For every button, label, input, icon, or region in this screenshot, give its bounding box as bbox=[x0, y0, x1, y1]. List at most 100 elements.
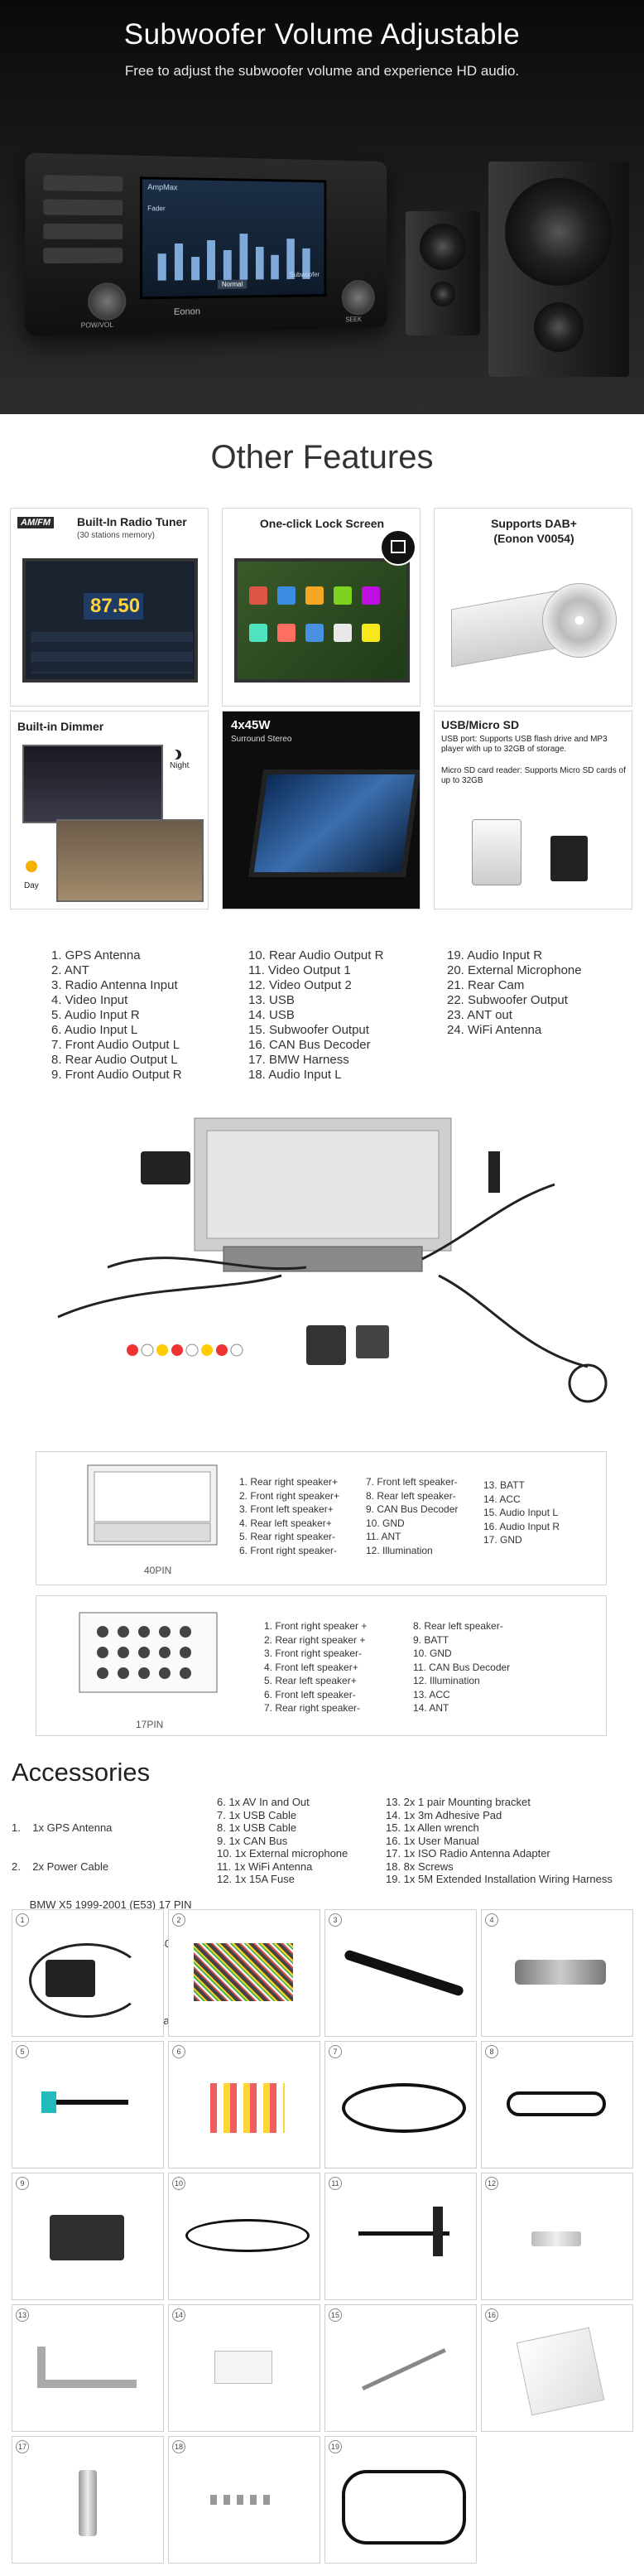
accessory-item: 6. 1x AV In and Out bbox=[217, 1796, 348, 1809]
pin40-col2: 7. Front left speaker- 8. Rear left spea… bbox=[366, 1475, 458, 1557]
accessories-title: Accessories bbox=[12, 1758, 150, 1787]
screen-label-normal: Normal bbox=[218, 280, 247, 289]
pin17-item: 6. Front left speaker- bbox=[264, 1688, 367, 1702]
accessory-number: 1 bbox=[16, 1913, 29, 1927]
accessory-number: 5 bbox=[16, 2045, 29, 2058]
feature-title-radio: Built-In Radio Tuner bbox=[77, 515, 187, 528]
accessory-number: 18 bbox=[172, 2440, 185, 2453]
pin-list-col1: 1. GPS Antenna 2. ANT 3. Radio Antenna I… bbox=[51, 948, 182, 1083]
accessory-photo-usb-cable-2: 8 bbox=[481, 2041, 633, 2168]
microsd-card-image bbox=[550, 836, 588, 881]
pin-list-item: 21. Rear Cam bbox=[447, 978, 582, 993]
feature-title-dimmer: Built-in Dimmer bbox=[17, 720, 103, 733]
pin40-item: 14. ACC bbox=[483, 1493, 560, 1507]
accessory-item: 18. 8x Screws bbox=[386, 1860, 613, 1874]
hero-banner: Subwoofer Volume Adjustable Free to adju… bbox=[0, 0, 644, 414]
amfm-badge: AM/FM bbox=[17, 517, 54, 528]
pin40-item: 6. Front right speaker- bbox=[239, 1544, 339, 1558]
pin40-item: 12. Illumination bbox=[366, 1544, 458, 1558]
accessory-photo-dismantle-tool: 3 bbox=[324, 1909, 477, 2037]
pin-list-item: 3. Radio Antenna Input bbox=[51, 978, 182, 993]
pin17-item: 10. GND bbox=[413, 1647, 510, 1661]
accessory-item: 13. 2x 1 pair Mounting bracket bbox=[386, 1796, 613, 1809]
feature-title-amp: 4x45W bbox=[231, 718, 271, 732]
accessory-item: 12. 1x 15A Fuse bbox=[217, 1873, 348, 1886]
pin40-col1: 1. Rear right speaker+ 2. Front right sp… bbox=[239, 1475, 339, 1557]
accessory-item: 9. 1x CAN Bus bbox=[217, 1835, 348, 1848]
pin-list-item: 15. Subwoofer Output bbox=[248, 1023, 383, 1038]
pin17-item: 2. Rear right speaker + bbox=[264, 1633, 367, 1647]
pin40-item: 3. Front left speaker+ bbox=[239, 1503, 339, 1517]
usb-description: USB port: Supports USB flash drive and M… bbox=[441, 735, 628, 755]
accessory-photo-subwoofer-cable: 5 bbox=[12, 2041, 164, 2168]
bmw-harness-icon bbox=[356, 1325, 389, 1358]
accessory-item: 19. 1x 5M Extended Installation Wiring H… bbox=[386, 1873, 613, 1886]
pin40-item: 16. Audio Input R bbox=[483, 1520, 560, 1534]
accessory-number: 8 bbox=[485, 2045, 498, 2058]
pin17-item: 7. Rear right speaker- bbox=[264, 1701, 367, 1715]
feature-title-dab: Supports DAB+ bbox=[435, 517, 632, 530]
accessory-photo-gps: 1 bbox=[12, 1909, 164, 2037]
feature-title-lock: One-click Lock Screen bbox=[223, 517, 421, 530]
feature-title-usb: USB/Micro SD bbox=[441, 718, 519, 731]
accessory-number: 3 bbox=[329, 1913, 342, 1927]
hero-subtitle: Free to adjust the subwoofer volume and … bbox=[0, 63, 644, 80]
accessory-photo-iso-adapter: 17 bbox=[12, 2436, 164, 2564]
pin-list-item: 13. USB bbox=[248, 993, 383, 1008]
powvol-label: POW/VOL bbox=[81, 321, 113, 330]
pin17-item: 3. Front right speaker- bbox=[264, 1647, 367, 1661]
pin-list-item: 7. Front Audio Output L bbox=[51, 1038, 182, 1053]
pin-list-item: 20. External Microphone bbox=[447, 963, 582, 978]
pin-list-item: 10. Rear Audio Output R bbox=[248, 948, 383, 963]
volume-knob-icon bbox=[88, 282, 126, 321]
unit-left-buttons bbox=[43, 175, 123, 272]
radio-screen-image: 87.50 bbox=[22, 558, 198, 683]
accessory-photo-bracket: 13 bbox=[12, 2304, 164, 2432]
pin40-col3: 13. BATT 14. ACC 15. Audio Input L 16. A… bbox=[483, 1479, 560, 1547]
seek-knob-icon bbox=[342, 280, 375, 316]
accessory-photo-power-cable: 2 bbox=[168, 1909, 320, 2037]
unit-screen: AmpMax Fader Normal Subwoofer bbox=[140, 176, 326, 299]
pin17-connector-image bbox=[78, 1611, 219, 1694]
accessory-number: 14 bbox=[172, 2308, 185, 2322]
accessory-photo-manual: 16 bbox=[481, 2304, 633, 2432]
sun-icon bbox=[26, 861, 37, 872]
pin-list-item: 17. BMW Harness bbox=[248, 1053, 383, 1068]
pin40-label: 40PIN bbox=[144, 1565, 171, 1576]
accessory-item: 15. 1x Allen wrench bbox=[386, 1821, 613, 1835]
moon-icon bbox=[171, 750, 181, 760]
accessory-number: 12 bbox=[485, 2177, 498, 2190]
seek-label: SEEK bbox=[345, 316, 362, 323]
accessory-number: 11 bbox=[329, 2177, 342, 2190]
pin-list-item: 23. ANT out bbox=[447, 1008, 582, 1023]
pin17-col2: 8. Rear left speaker- 9. BATT 10. GND 11… bbox=[413, 1619, 510, 1715]
day-label: Day bbox=[24, 881, 39, 890]
accessory-photo-av-cable: 6 bbox=[168, 2041, 320, 2168]
wiring-diagram-image bbox=[8, 1102, 636, 1433]
accessory-number: 7 bbox=[329, 2045, 342, 2058]
pin-list-item: 4. Video Input bbox=[51, 993, 182, 1008]
feature-card-usb: USB/Micro SD USB port: Supports USB flas… bbox=[434, 711, 632, 909]
accessory-item: 17. 1x ISO Radio Antenna Adapter bbox=[386, 1847, 613, 1860]
other-features-title: Other Features bbox=[0, 439, 644, 476]
accessory-photo-fuse: 12 bbox=[481, 2173, 633, 2300]
feature-card-dab: Supports DAB+ (Eonon V0054) bbox=[434, 508, 632, 707]
concert-screen-image bbox=[248, 769, 421, 877]
pin40-item: 2. Front right speaker+ bbox=[239, 1489, 339, 1503]
accessory-number: 10 bbox=[172, 2177, 185, 2190]
accessory-photo-adhesive-pad: 14 bbox=[168, 2304, 320, 2432]
pin-list-item: 22. Subwoofer Output bbox=[447, 993, 582, 1008]
pin40-item: 11. ANT bbox=[366, 1530, 458, 1544]
pin17-item: 1. Front right speaker + bbox=[264, 1619, 367, 1633]
accessory-number: 16 bbox=[485, 2308, 498, 2322]
pin-list-item: 5. Audio Input R bbox=[51, 1008, 182, 1023]
accessory-number: 13 bbox=[16, 2308, 29, 2322]
pin-list-item: 9. Front Audio Output R bbox=[51, 1068, 182, 1083]
pin40-item: 15. Audio Input L bbox=[483, 1506, 560, 1520]
pin-list-item: 16. CAN Bus Decoder bbox=[248, 1038, 383, 1053]
pin-list-item: 19. Audio Input R bbox=[447, 948, 582, 963]
pin17-item: 13. ACC bbox=[413, 1688, 510, 1702]
accessory-item: 1. 1x GPS Antenna bbox=[12, 1821, 192, 1835]
accessory-item: 14. 1x 3m Adhesive Pad bbox=[386, 1809, 613, 1822]
feature-subtitle-dab: (Eonon V0054) bbox=[435, 532, 632, 545]
